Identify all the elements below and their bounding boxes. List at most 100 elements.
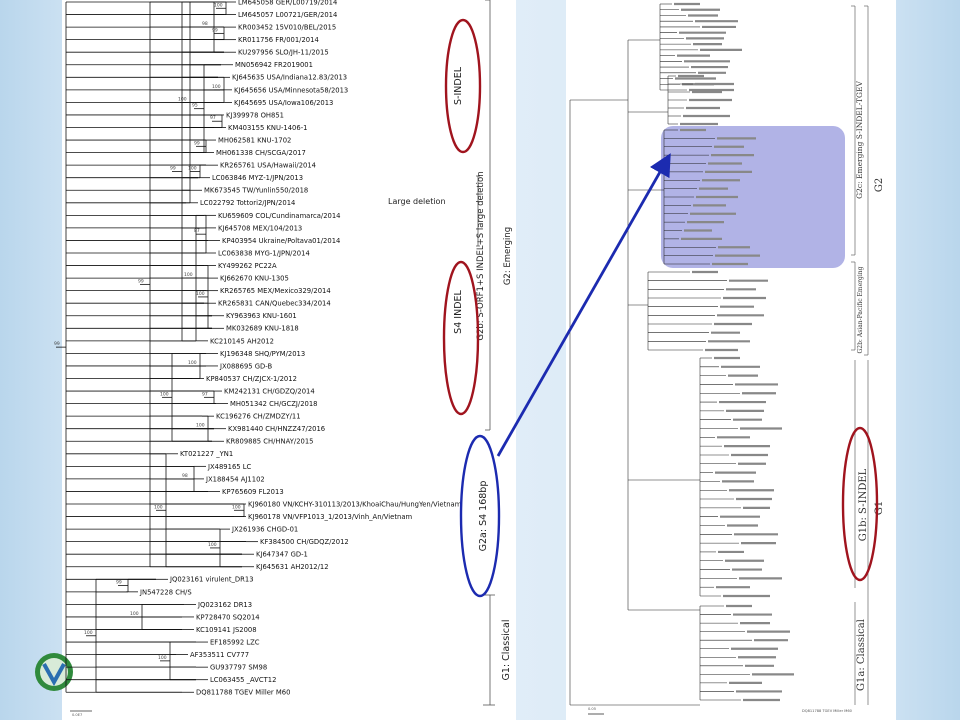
taxon-label: JN547228 CH/S — [139, 588, 192, 596]
red-ellipse-s-indel — [444, 18, 482, 154]
logo-seal — [35, 653, 73, 691]
taxon-label: JQ023161 virulent_DR13 — [169, 576, 254, 584]
bootstrap-value: 95 — [192, 103, 198, 109]
taxon-label: KU659609 COL/Cundinamarca/2014 — [218, 212, 341, 220]
bootstrap-value: 100 — [158, 655, 167, 661]
taxon-label: KM403155 KNU-1406-1 — [228, 124, 307, 132]
taxon-label: KX981440 CH/HNZZ47/2016 — [228, 425, 325, 433]
taxon-label: GU937797 SM98 — [210, 664, 267, 672]
label-g1-right: G1 — [874, 501, 885, 515]
taxon-label: LC063455 _AVCT12 — [210, 676, 276, 684]
taxon-label: MH062581 KNU-1702 — [218, 136, 291, 144]
label-s4-indel: S4 INDEL — [453, 289, 464, 333]
bootstrap-value: 100 — [212, 84, 221, 90]
taxon-label: KU297956 SLO/JH-11/2015 — [238, 49, 329, 57]
red-ellipse-s4-indel — [442, 260, 480, 416]
bootstrap-value: 97 — [210, 115, 216, 121]
label-g2-emerging: G2: Emerging — [503, 227, 513, 285]
bootstrap-value: 98 — [182, 473, 188, 479]
taxon-label: KM242131 CH/GDZQ/2014 — [224, 387, 315, 395]
taxon-label: KP403954 Ukraine/Poltava01/2014 — [222, 237, 340, 245]
bootstrap-value: 99 — [116, 580, 122, 586]
taxon-label: AF353511 CV777 — [190, 651, 249, 659]
taxon-label: LC022792 Tottori2/JPN/2014 — [200, 199, 295, 207]
taxon-label: KP728470 SQ2014 — [196, 613, 260, 621]
left-tree-panel — [62, 0, 516, 720]
blue-ellipse-g2a — [459, 434, 501, 598]
label-g2c: G2c: Emerging S-INDEL-TGEV — [855, 81, 864, 199]
left-group-labels: S-INDEL Large deletion G2b: S-ORF1+S IND… — [70, 0, 513, 717]
right-tree-outgroup-label: DQ811788 TGEV Miller M60 — [802, 709, 853, 713]
right-phylogenetic-tree — [569, 2, 794, 706]
label-g2b: G2b: S-ORF1+S INDEL+S large deletion — [476, 171, 486, 340]
taxon-label: KJ647347 GD-1 — [256, 551, 308, 559]
bootstrap-value: 99 — [138, 278, 144, 284]
taxon-label: KR809885 CH/HNAY/2015 — [226, 438, 314, 446]
taxon-label: KJ196348 SHQ/PYM/2013 — [220, 350, 305, 358]
bootstrap-value: 100 — [160, 391, 169, 397]
right-group-labels: G2c: Emerging S-INDEL-TGEV G2 G2b: Asian… — [588, 5, 885, 715]
label-g2-right: G2 — [874, 178, 885, 192]
arrow-g2a-to-g2c — [496, 153, 671, 457]
bootstrap-value: 87 — [194, 228, 200, 234]
taxon-label: MH051342 CH/GCZJ/2018 — [230, 400, 318, 408]
taxon-label: KJ645695 USA/Iowa106/2013 — [234, 99, 333, 107]
label-s-indel: S-INDEL — [453, 66, 464, 105]
taxon-label: KR265831 CAN/Quebec334/2014 — [218, 300, 331, 308]
taxon-label: KJ960178 VN/VFP1013_1/2013/Vinh_An/Vietn… — [248, 513, 413, 521]
taxon-label: MK032689 KNU-1818 — [226, 325, 299, 333]
taxon-label: JX088695 GD-B — [219, 362, 272, 370]
label-g1b: G1b: S-INDEL — [858, 468, 869, 541]
taxon-label: KR265765 MEX/Mexico329/2014 — [220, 287, 331, 295]
bootstrap-value: 99 — [194, 140, 200, 146]
taxon-label: KR265761 USA/Hawaii/2014 — [220, 162, 316, 170]
taxon-label: KC196276 CH/ZMDZY/11 — [216, 413, 301, 421]
label-large-deletion: Large deletion — [388, 197, 446, 206]
red-ellipse-g1b — [841, 426, 879, 582]
taxon-label: KJ645708 MEX/104/2013 — [218, 224, 302, 232]
bootstrap-value: 97 — [202, 391, 208, 397]
label-g2b-right: G2b: Asian-Pacific Emerging — [857, 266, 864, 353]
bootstrap-value: 100 — [184, 272, 193, 278]
taxon-label: KC210145 AH2012 — [210, 337, 274, 345]
bootstrap-value: 100 — [214, 2, 223, 8]
label-g1-classical: G1: Classical — [501, 620, 512, 681]
taxon-label: KC109141 JS2008 — [196, 626, 257, 634]
taxon-label: KR011756 FR/001/2014 — [238, 36, 319, 44]
bootstrap-value: 100 — [130, 611, 139, 617]
taxon-label: JX261936 CHGD-01 — [231, 526, 298, 534]
right-scale-bar-label: 0.05 — [588, 707, 596, 711]
bootstrap-value: 100 — [196, 291, 205, 297]
taxon-label: KJ645656 USA/Minnesota58/2013 — [234, 86, 348, 94]
taxon-label: LM645058 GER/L00719/2014 — [238, 0, 337, 6]
taxon-label: KJ645635 USA/Indiana12.83/2013 — [232, 74, 347, 82]
taxon-label: JX489165 LC — [207, 463, 252, 471]
taxon-label: DQ811788 TGEV Miller M60 — [196, 689, 290, 697]
bootstrap-value: 100 — [188, 165, 197, 171]
taxon-label: MN056942 FR2019001 — [235, 61, 313, 69]
taxon-label: KP840537 CH/ZJCX-1/2012 — [206, 375, 297, 383]
taxon-label: MK673545 TW/Yunlin550/2018 — [204, 187, 308, 195]
label-g1a-classical: G1a: Classical — [856, 619, 867, 691]
bootstrap-value: 99 — [54, 341, 60, 347]
taxon-label: KR003452 15V010/BEL/2015 — [238, 24, 336, 32]
taxon-label: LC063846 MYZ-1/JPN/2013 — [212, 174, 303, 182]
left-scale-bar-label: 0.0E7 — [72, 713, 82, 717]
taxon-label: KF384500 CH/GDQZ/2012 — [260, 538, 349, 546]
bootstrap-value: 100 — [208, 542, 217, 548]
bootstrap-value: 100 — [232, 504, 241, 510]
taxon-label: KJ662670 KNU-1305 — [220, 275, 289, 283]
highlight-box-g2c — [661, 126, 845, 268]
taxon-label: KT021227 _YN1 — [180, 450, 233, 458]
bootstrap-value: 100 — [188, 360, 197, 366]
taxon-label: KY499262 PC22A — [218, 262, 277, 270]
label-g2a: G2a: S4 168bp — [478, 481, 489, 552]
bootstrap-value: 98 — [202, 21, 208, 27]
bootstrap-value: 99 — [212, 27, 218, 33]
bootstrap-value: 100 — [84, 630, 93, 636]
taxon-label: JX188454 AJ1102 — [205, 475, 265, 483]
taxon-label: LM645057 L00721/GER/2014 — [238, 11, 337, 19]
right-tree-panel — [566, 0, 896, 720]
